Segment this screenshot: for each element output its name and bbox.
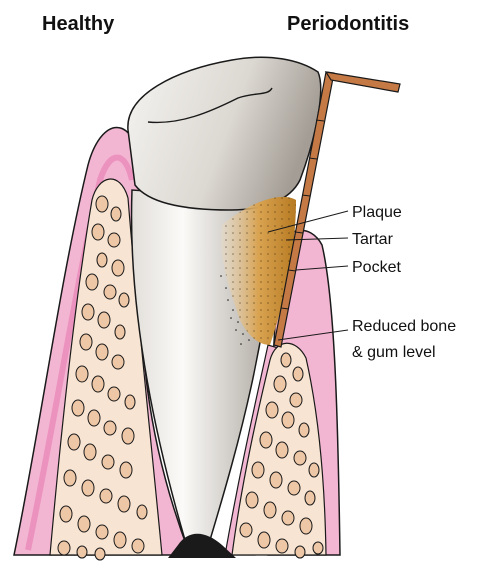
- label-reduced-bone: Reduced bone: [352, 318, 456, 335]
- label-pocket: Pocket: [352, 259, 401, 276]
- title-healthy: Healthy: [42, 13, 115, 35]
- tooth-crown: [128, 57, 321, 210]
- label-gum-level: & gum level: [352, 344, 436, 361]
- label-plaque: Plaque: [352, 204, 402, 221]
- label-tartar: Tartar: [352, 231, 394, 248]
- title-periodontitis: Periodontitis: [287, 13, 409, 35]
